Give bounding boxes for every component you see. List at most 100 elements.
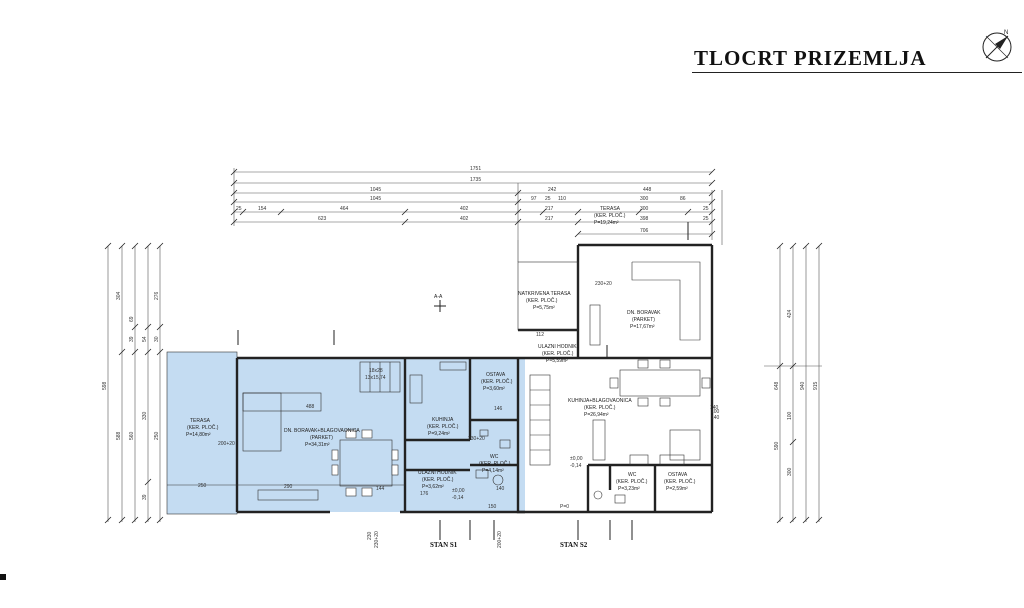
right-dimension-ticks (776, 242, 823, 524)
svg-text:KUHINJA+BLAGOVAONICA: KUHINJA+BLAGOVAONICA (568, 398, 632, 404)
svg-text:P=14,80m²: P=14,80m² (186, 432, 211, 438)
svg-text:DN. BORAVAK+BLAGOVAONICA: DN. BORAVAK+BLAGOVAONICA (284, 428, 360, 434)
dim-row3-8b: 300 (640, 206, 649, 212)
top-dimension-chain (233, 168, 723, 245)
dim-row4-0: 623 (318, 216, 327, 222)
dim-row3-1: 154 (258, 206, 267, 212)
svg-text:P=19,24m²: P=19,24m² (594, 220, 619, 226)
svg-text:WC: WC (628, 472, 637, 478)
dim-top-total: 1751 (470, 166, 481, 172)
dim-right-1: 648 (774, 381, 780, 390)
svg-text:P=5,75m²: P=5,75m² (533, 305, 555, 311)
dim-146: 146 (494, 406, 503, 412)
svg-text:OSTAVA: OSTAVA (668, 472, 688, 478)
dim-100: 100 (711, 409, 720, 415)
svg-text:P=3,60m²: P=3,60m² (483, 386, 505, 392)
dim-row3-7: 217 (545, 206, 554, 212)
dim-150: 150 (488, 504, 497, 510)
north-letter: N (1004, 30, 1008, 36)
dim-left-5: 69 (129, 316, 135, 322)
right-dimension-chain (764, 246, 822, 522)
compass-rose-icon: N (982, 30, 1012, 62)
svg-text:P=17,67m²: P=17,67m² (630, 324, 655, 330)
left-dimension-chain (107, 246, 161, 522)
dining-chairs-s2 (609, 359, 711, 407)
apartment-s2-thin-lines (517, 240, 701, 504)
svg-text:(KER. PLOČ.): (KER. PLOČ.) (479, 460, 511, 467)
dining-chairs-s1 (331, 429, 399, 497)
svg-text:P=3,23m²: P=3,23m² (618, 486, 640, 492)
left-dimension-ticks (104, 242, 164, 524)
section-label: A-A (434, 294, 443, 300)
svg-text:(KER. PLOČ.): (KER. PLOČ.) (594, 212, 626, 219)
dim-left-0: 304 (116, 291, 122, 300)
dim-row4-3: 398 (640, 216, 649, 222)
dim-top-right: 448 (643, 187, 652, 193)
svg-text:(KER. PLOČ.): (KER. PLOČ.) (664, 478, 696, 485)
dim-right-5: 590 (774, 441, 780, 450)
dim-left-1: 276 (154, 291, 160, 300)
dim-row4-1: 402 (460, 216, 469, 222)
dim-bottom-2: 200+20 (497, 531, 503, 548)
svg-text:(KER. PLOČ.): (KER. PLOČ.) (481, 378, 513, 385)
svg-text:(KER. PLOČ.): (KER. PLOČ.) (616, 478, 648, 485)
svg-text:(KER. PLOČ.): (KER. PLOČ.) (422, 476, 454, 483)
room-ostava-s1: OSTAVA (KER. PLOČ.) P=3,60m² (481, 372, 513, 392)
dim-row3-2: 464 (340, 206, 349, 212)
dim-stair: 18x28 (369, 368, 383, 374)
corner-mark (0, 574, 6, 580)
svg-text:(KER. PLOČ.): (KER. PLOČ.) (584, 404, 616, 411)
dim-row4-4: 25 (703, 216, 709, 222)
dim-top-mid: 242 (548, 187, 557, 193)
dim-top-left-a: 1045 (370, 187, 381, 193)
dim-left-10: 39 (142, 494, 148, 500)
svg-text:KUHINJA: KUHINJA (432, 417, 454, 423)
svg-text:P=9,24m²: P=9,24m² (428, 431, 450, 437)
svg-text:P=34,31m²: P=34,31m² (305, 442, 330, 448)
apartment-s1-walls (235, 356, 525, 514)
room-wc-s2: WC (KER. PLOČ.) P=3,23m² (616, 472, 648, 492)
svg-text:OSTAVA: OSTAVA (486, 372, 506, 378)
room-hodnik-s1: ULAZNI HODNIK (KER. PLOČ.) P=3,62m² (418, 470, 457, 490)
top-dimension-ticks (230, 168, 716, 238)
level-s2: ±0,00 (570, 456, 583, 462)
svg-text:(PARKET): (PARKET) (632, 317, 655, 323)
apartment-s1-thin-lines (167, 361, 511, 501)
dim-left-8: 560 (129, 431, 135, 440)
svg-text:(PARKET): (PARKET) (310, 435, 333, 441)
room-natkrivena-terasa: NATKRIVENA TERASA (KER. PLOČ.) P=5,75m² (518, 291, 571, 311)
svg-text:WC: WC (490, 454, 499, 460)
dim-230-20b: 230+20 (468, 436, 485, 442)
dim-140b: 140 (711, 415, 720, 421)
svg-text:P=4,14m²: P=4,14m² (482, 468, 504, 474)
dim-bottom-0: 230 (367, 531, 373, 540)
unit-label-s2: STAN S2 (560, 541, 588, 549)
title-underline (692, 72, 1022, 73)
svg-text:ULAZNI HODNIK: ULAZNI HODNIK (418, 470, 457, 476)
dim-left-2: 39 (129, 336, 135, 342)
dim-right-4: 300 (787, 467, 793, 476)
dim-row3-0: 25 (236, 206, 242, 212)
dim-row3-3: 402 (460, 206, 469, 212)
dim-p0: P=0 (560, 504, 569, 510)
dim-top-total2: 1735 (470, 177, 481, 183)
svg-text:(KER. PLOČ.): (KER. PLOČ.) (427, 423, 459, 430)
svg-text:(KER. PLOČ.): (KER. PLOČ.) (542, 350, 574, 357)
dim-right-7: 140 (710, 405, 719, 411)
dim-row3-10: 25 (703, 206, 709, 212)
dim-right-6: 100 (787, 411, 793, 420)
room-terasa-top: TERASA (KER. PLOČ.) P=19,24m² (594, 206, 626, 226)
svg-text:NATKRIVENA TERASA: NATKRIVENA TERASA (518, 291, 571, 297)
room-kuhinja-s1: KUHINJA (KER. PLOČ.) P=9,24m² (427, 417, 459, 437)
svg-text:P=5,59m²: P=5,59m² (546, 358, 568, 364)
dim-left-4: 30 (154, 336, 160, 342)
dim-row3-5: 25 (545, 196, 551, 202)
svg-text:(KER. PLOČ.): (KER. PLOČ.) (187, 424, 219, 431)
dim-left-3: 54 (142, 336, 148, 342)
dim-row3-4: 97 (531, 196, 537, 202)
dim-row3-9: 86 (680, 196, 686, 202)
dim-top-left-b: 1045 (370, 196, 381, 202)
dim-176: 176 (420, 491, 429, 497)
dim-right-2: 940 (800, 381, 806, 390)
